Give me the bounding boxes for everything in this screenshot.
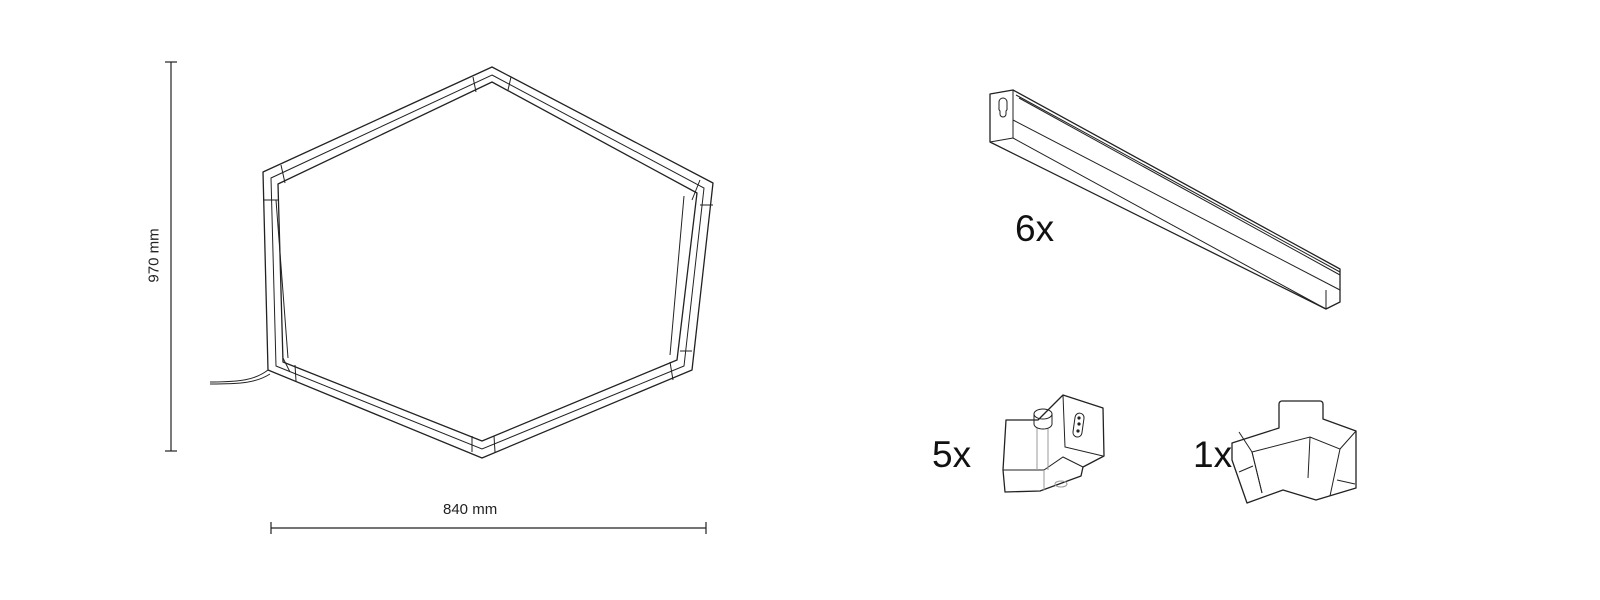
light-bar-part <box>989 89 1341 310</box>
width-dimension-label: 840 mm <box>443 501 498 518</box>
height-dimension-line <box>165 61 177 452</box>
light-bar-quantity: 6x <box>1015 208 1055 249</box>
mount-connector-quantity: 5x <box>932 434 972 475</box>
corner-connector-part <box>1231 400 1357 504</box>
keyhole-mount-icon <box>998 97 1008 118</box>
power-cable <box>209 369 269 383</box>
hexagon-light-frame <box>209 66 714 459</box>
mount-connector-part <box>1002 394 1105 493</box>
corner-connector-quantity: 1x <box>1193 434 1233 475</box>
height-dimension-label: 970 mm <box>145 228 163 283</box>
width-dimension-line <box>270 522 707 534</box>
